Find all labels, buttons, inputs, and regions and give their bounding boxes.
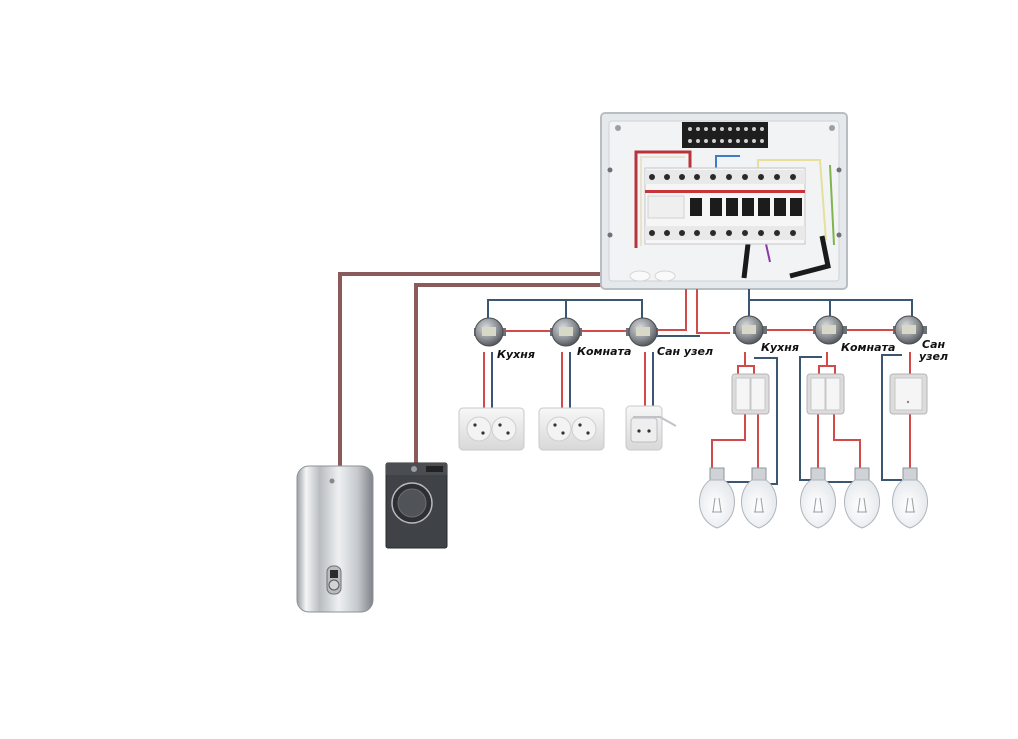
socket-circuit-wires bbox=[483, 289, 730, 410]
lighting-junction-bathroom: Сан узел bbox=[893, 315, 948, 363]
terminal-block bbox=[682, 122, 768, 148]
breaker-toggles bbox=[690, 198, 802, 216]
socket-junction-kitchen: Кухня bbox=[474, 317, 535, 361]
double-switch-kitchen bbox=[731, 373, 770, 415]
junction-label: Кухня bbox=[761, 341, 799, 354]
lightbulb-icon bbox=[800, 467, 836, 529]
junction-label: Комната bbox=[841, 341, 895, 354]
bulbs bbox=[699, 467, 928, 529]
waterproof-socket-bathroom bbox=[625, 405, 677, 451]
junction-label: Сан узел bbox=[657, 345, 713, 358]
dedicated-lines bbox=[338, 272, 602, 468]
water-heater bbox=[296, 465, 374, 613]
washing-machine bbox=[385, 462, 448, 549]
socket-junction-room: Комната bbox=[550, 317, 631, 358]
double-socket-room bbox=[538, 407, 605, 451]
socket-junction-bathroom: Сан узел bbox=[626, 317, 713, 358]
water-heater-line bbox=[338, 272, 602, 468]
lightbulb-icon bbox=[699, 467, 735, 529]
lighting-junction-kitchen: Кухня bbox=[733, 315, 799, 354]
junction-label: Сан bbox=[922, 338, 945, 351]
double-socket-kitchen bbox=[458, 407, 525, 451]
single-switch-bathroom bbox=[889, 373, 928, 415]
lightbulb-icon bbox=[892, 467, 928, 529]
washing-machine-line bbox=[414, 283, 602, 463]
lightbulb-icon bbox=[741, 467, 777, 529]
lighting-junction-room: Комната bbox=[813, 315, 895, 354]
junction-label: Комната bbox=[577, 345, 631, 358]
distribution-panel bbox=[600, 112, 848, 290]
junction-label: узел bbox=[919, 350, 948, 363]
double-switch-room bbox=[806, 373, 845, 415]
lightbulb-icon bbox=[844, 467, 880, 529]
junction-label: Кухня bbox=[497, 348, 535, 361]
